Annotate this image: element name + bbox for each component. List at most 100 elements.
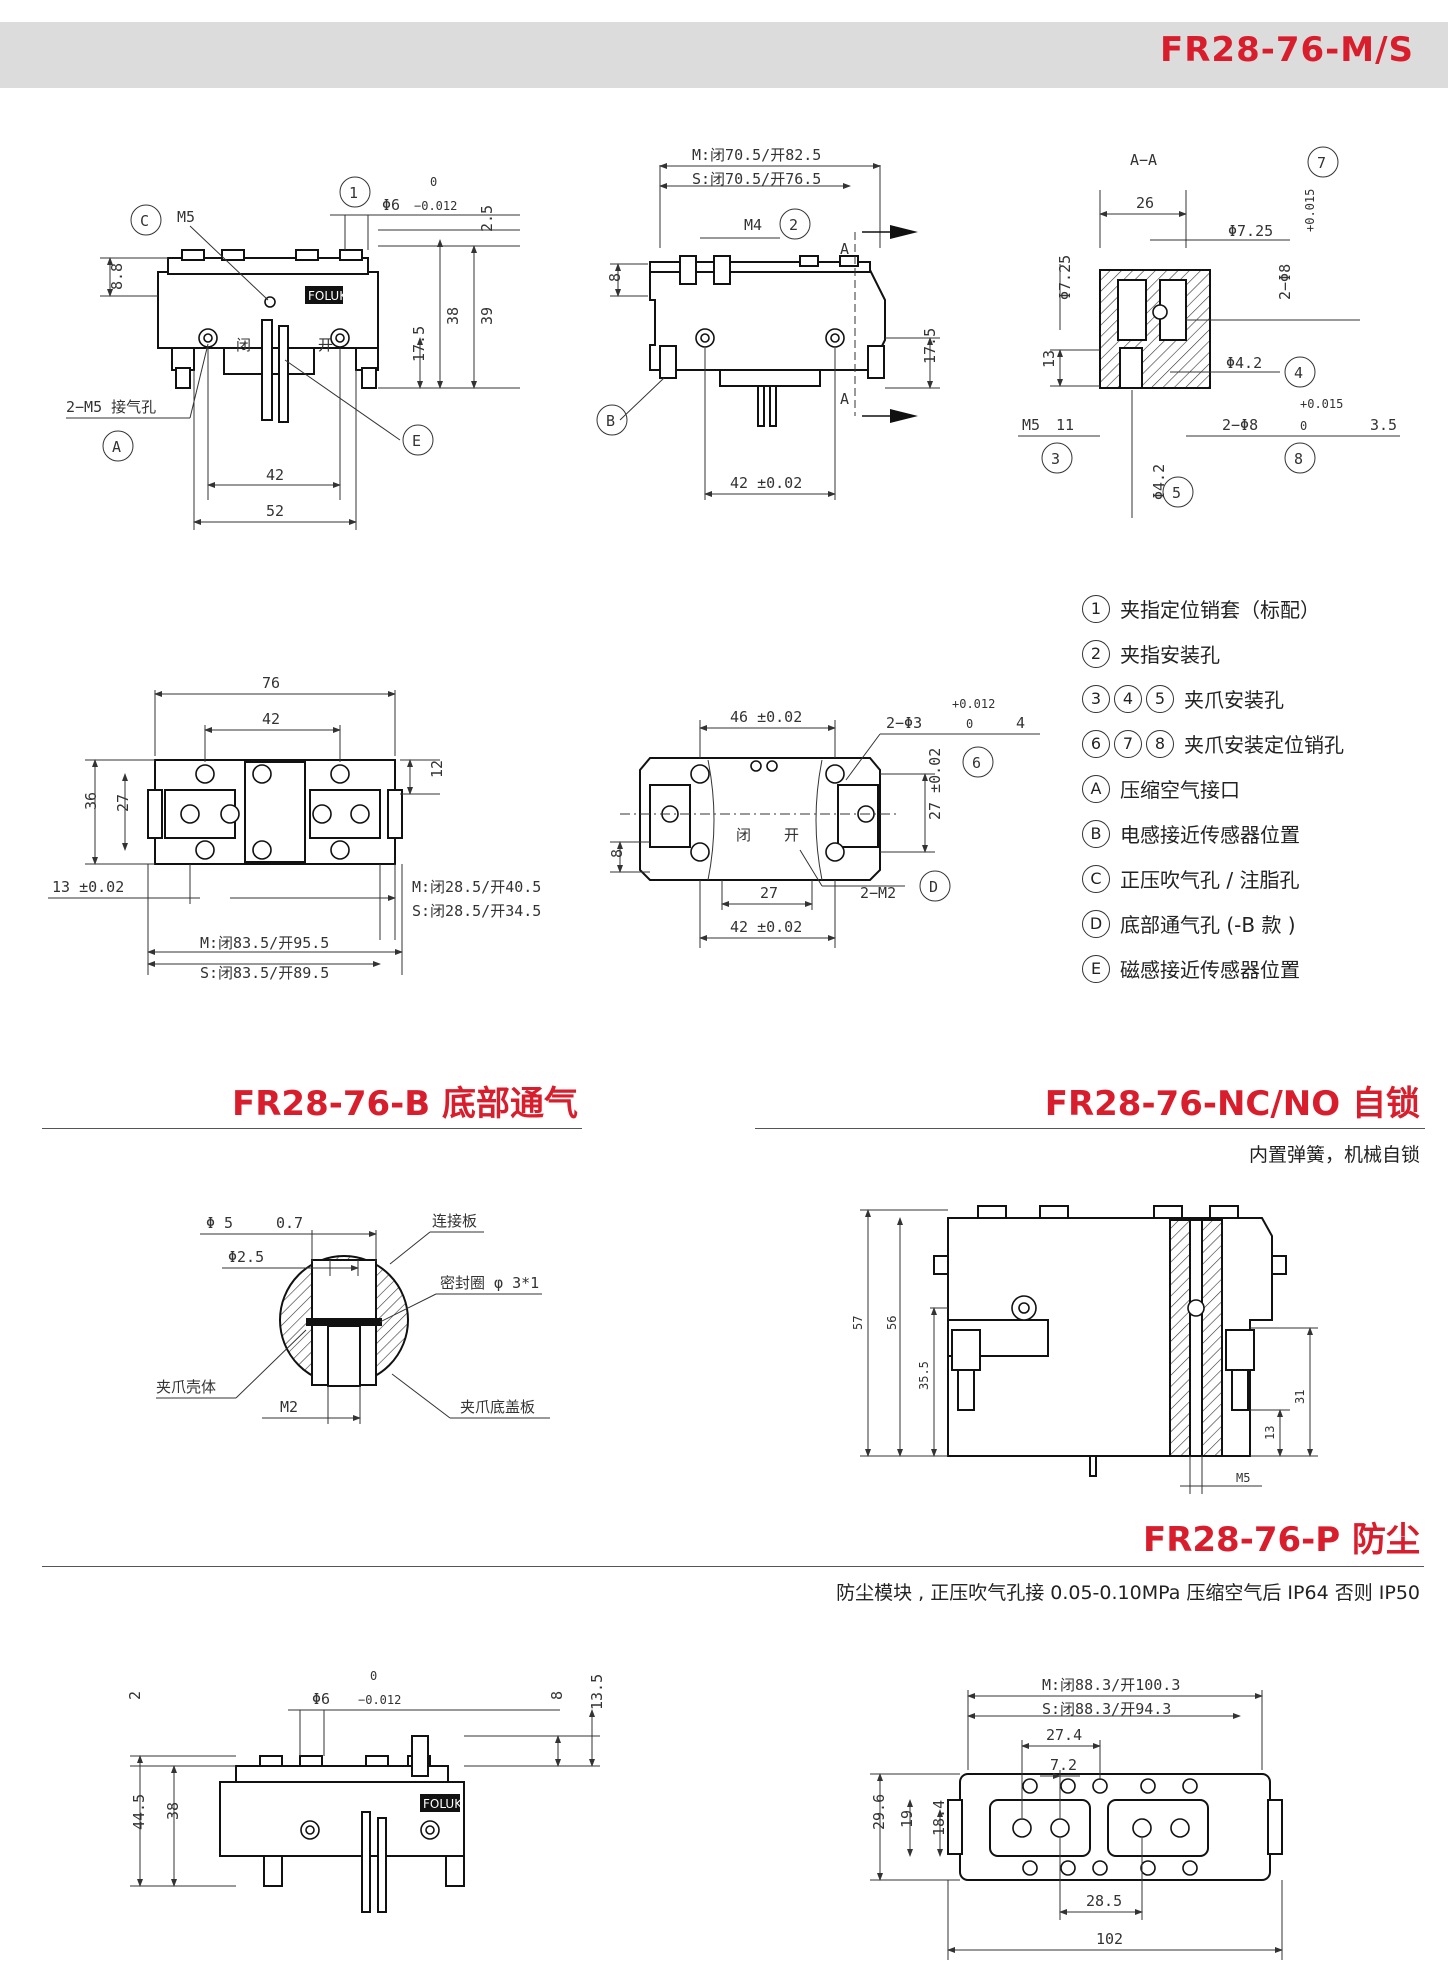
svg-text:Φ 5: Φ 5 [206,1214,233,1232]
brand-plate [305,286,343,304]
svg-text:M5: M5 [177,208,195,226]
svg-text:102: 102 [1096,1930,1123,1948]
detail-bottom-vent: Φ 5 0.7 Φ2.5 连接板 密封圈 φ 3*1 夹爪壳体 M2 夹爪底盖板 [156,1212,550,1424]
svg-text:开: 开 [318,336,333,354]
svg-text:+0.015: +0.015 [1300,397,1343,411]
p-front-view: FOLUK Φ6 0 −0.012 44.5 2 38 8 13.5 [126,1669,606,1913]
svg-text:Φ6: Φ6 [312,1690,330,1708]
balloon-7: 7 [1307,146,1339,178]
balloon-b: B [596,404,628,436]
balloon-e: E [402,424,434,456]
legend-item: A 压缩空气接口 [1082,766,1422,811]
svg-text:27 ±0.02: 27 ±0.02 [926,748,944,820]
svg-text:4: 4 [1016,714,1025,732]
svg-text:M5: M5 [1022,416,1040,434]
balloon-1: 1 [339,176,371,208]
svg-text:42 ±0.02: 42 ±0.02 [730,918,802,936]
svg-text:2: 2 [789,216,798,234]
svg-text:+0.015: +0.015 [1303,189,1317,232]
svg-text:A: A [840,240,849,258]
svg-text:S:闭70.5/开76.5: S:闭70.5/开76.5 [692,170,821,188]
svg-text:52: 52 [266,502,284,520]
svg-text:D: D [929,878,938,896]
page-title: FR28-76-M/S [1160,30,1414,70]
svg-text:2−M2: 2−M2 [860,884,896,902]
svg-text:1: 1 [349,184,358,202]
legend-item: E 磁感接近传感器位置 [1082,946,1422,991]
svg-text:−0.012: −0.012 [414,199,457,213]
svg-text:E: E [412,432,421,450]
legend-item: C 正压吹气孔 / 注脂孔 [1082,856,1422,901]
svg-text:0: 0 [370,1669,377,1683]
svg-text:11: 11 [1056,416,1074,434]
svg-text:35.5: 35.5 [917,1361,931,1390]
p-brand-logo: FOLUK [423,1797,463,1811]
svg-text:42 ±0.02: 42 ±0.02 [730,474,802,492]
svg-text:2.5: 2.5 [478,205,496,232]
svg-text:闭: 闭 [236,336,251,354]
legend-item: 2 夹指安装孔 [1082,631,1422,676]
svg-text:38: 38 [164,1802,182,1820]
svg-text:开: 开 [784,826,799,844]
svg-text:42: 42 [262,710,280,728]
legend-item: 1 夹指定位销套（标配） [1082,586,1422,631]
svg-text:44.5: 44.5 [130,1794,148,1830]
svg-text:2: 2 [126,1691,144,1700]
svg-text:19: 19 [898,1810,916,1828]
svg-text:3.5: 3.5 [1370,416,1397,434]
svg-text:36: 36 [82,792,100,810]
svg-text:Φ2.5: Φ2.5 [228,1248,264,1266]
balloon-6: 6 [962,746,994,778]
svg-text:A: A [840,390,849,408]
svg-text:−0.012: −0.012 [358,1693,401,1707]
svg-text:27.4: 27.4 [1046,1726,1082,1744]
divider [755,1128,1425,1129]
svg-text:2−Φ3: 2−Φ3 [886,714,922,732]
svg-text:56: 56 [885,1316,899,1330]
svg-text:C: C [140,212,149,230]
top-view: 76 42 36 27 12 13 ±0.02 M:闭28.5/开40.5 S:… [48,674,541,982]
balloon-4: 4 [1284,356,1316,388]
svg-text:M5: M5 [1236,1471,1250,1485]
balloon-5: 5 [1162,476,1194,508]
svg-text:2−Φ8: 2−Φ8 [1276,264,1294,300]
section-view: A−A 26 Φ7.25 Φ7.25 13 Φ4.2 +0.015 2−Φ8 7… [1018,146,1400,518]
svg-text:Φ4.2: Φ4.2 [1226,354,1262,372]
svg-text:Φ7.25: Φ7.25 [1056,255,1074,300]
header-band: FR28-76-M/S [0,22,1448,88]
svg-text:夹爪底盖板: 夹爪底盖板 [460,1398,535,1416]
svg-text:8: 8 [608,849,626,858]
balloon-c: C [130,204,162,236]
svg-text:A−A: A−A [1130,151,1157,169]
svg-text:31: 31 [1293,1390,1307,1404]
svg-text:M:闭70.5/开82.5: M:闭70.5/开82.5 [692,146,821,164]
svg-text:13: 13 [1263,1426,1277,1440]
svg-text:27: 27 [760,884,778,902]
svg-text:0: 0 [1300,419,1307,433]
balloon-2: 2 [779,208,811,240]
legend-item: D 底部通气孔 (-B 款 ) [1082,901,1422,946]
svg-text:4: 4 [1294,364,1303,382]
svg-text:闭: 闭 [736,826,751,844]
svg-text:8: 8 [606,273,624,282]
svg-text:M:闭28.5/开40.5: M:闭28.5/开40.5 [412,878,541,896]
legend-item: B 电感接近传感器位置 [1082,811,1422,856]
section-note-p: 防尘模块 , 正压吹气孔接 0.05-0.10MPa 压缩空气后 IP64 否则… [836,1582,1420,1604]
section-title-nc: FR28-76-NC/NO 自锁 [1044,1084,1420,1124]
svg-text:7.2: 7.2 [1050,1756,1077,1774]
section-title-p: FR28-76-P 防尘 [1142,1520,1420,1560]
svg-text:2−M5 接气孔: 2−M5 接气孔 [66,398,156,416]
svg-text:密封圈 φ 3*1: 密封圈 φ 3*1 [440,1274,539,1292]
svg-text:18.4: 18.4 [930,1800,948,1836]
svg-text:3: 3 [1051,450,1060,468]
svg-text:6: 6 [972,754,981,772]
svg-text:5: 5 [1172,484,1181,502]
svg-text:46 ±0.02: 46 ±0.02 [730,708,802,726]
svg-text:Φ4.2: Φ4.2 [1150,464,1168,500]
svg-text:8: 8 [548,1691,566,1700]
svg-text:17.5: 17.5 [921,328,939,364]
svg-text:Φ7.25: Φ7.25 [1228,222,1273,240]
